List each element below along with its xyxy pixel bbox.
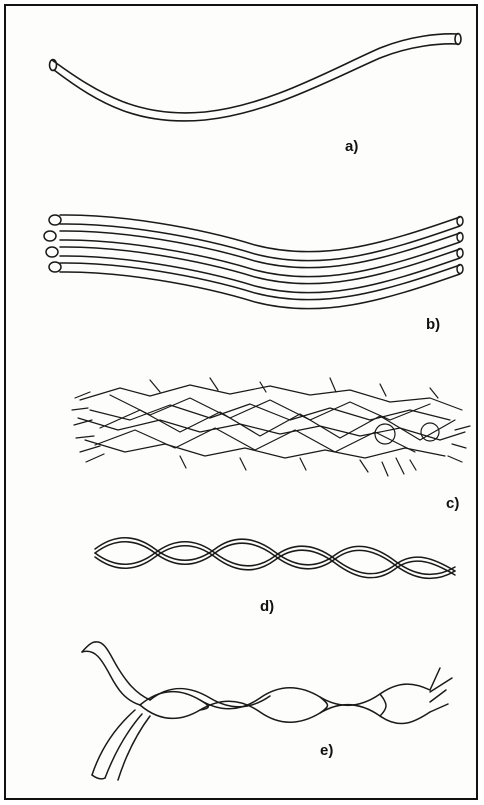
twisted-yarn (95, 538, 455, 579)
parallel-filaments (44, 215, 463, 309)
plied-yarn (82, 642, 452, 780)
staple-fiber-bundle (72, 378, 470, 476)
label-e: e) (320, 742, 333, 759)
label-a: a) (345, 138, 358, 155)
label-c: c) (446, 495, 459, 512)
single-filament (50, 34, 462, 122)
label-d: d) (260, 598, 274, 615)
label-b: b) (426, 316, 440, 333)
